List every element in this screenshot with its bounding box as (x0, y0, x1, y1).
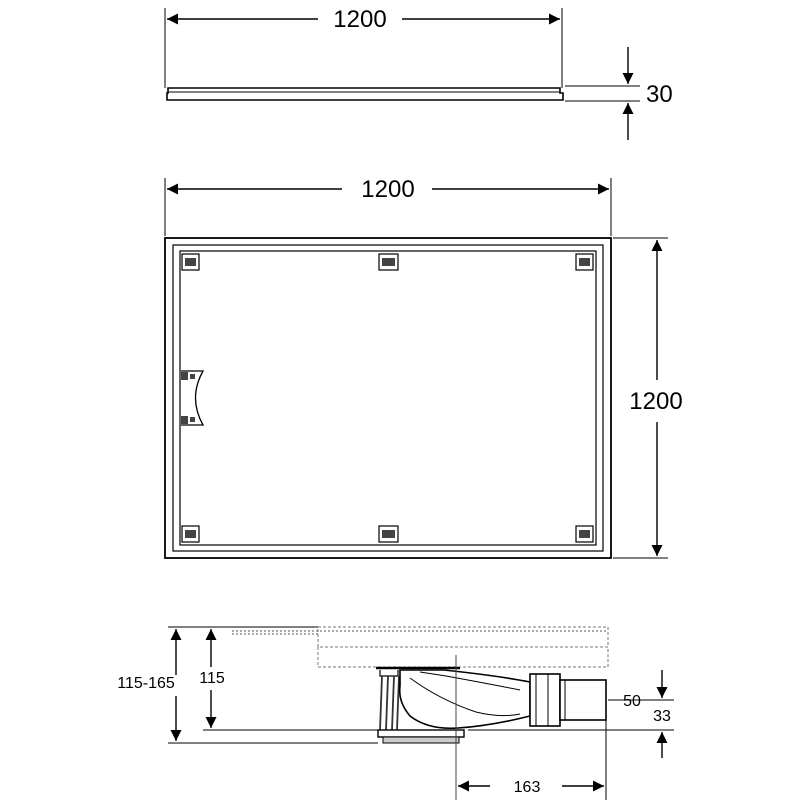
cover-plate-outline (317, 626, 609, 648)
drain-body-highlight (419, 671, 521, 691)
drain-bracket (181, 370, 205, 426)
outlet-coupling (529, 673, 561, 727)
frame-clip-bottom-left (181, 525, 200, 543)
frame-clip-top-right (575, 253, 594, 271)
depth-label: 1200 (629, 388, 682, 415)
frame-clip-top-left (181, 253, 200, 271)
height-adjuster-head (379, 670, 399, 677)
frame-border (172, 244, 604, 552)
outlet-offset-label: 163 (514, 779, 541, 796)
plan-view: 1200 (164, 176, 683, 559)
base-height-label: 115 (199, 670, 225, 687)
frame-outer-edge (164, 237, 612, 559)
total-height-label: 115-165 (117, 675, 175, 692)
frame-clip-top-middle (378, 253, 399, 271)
outlet-height-label: 33 (653, 708, 671, 725)
foot-plate (377, 729, 465, 738)
foot-base (382, 736, 460, 744)
frame-clip-bottom-middle (378, 525, 399, 543)
adjustment-zone-outline (317, 647, 609, 668)
top-width-label: 1200 (333, 6, 386, 33)
thickness-label: 30 (646, 81, 673, 108)
drain-inner-curve (409, 677, 521, 717)
cover-plate-profile (166, 87, 564, 101)
drain-body (398, 669, 531, 730)
top-view: 1200 30 (164, 6, 673, 140)
section-view: 115-165 115 50 33 163 (117, 626, 674, 800)
frame-inner-edge (179, 250, 597, 546)
outlet-pipe (559, 679, 607, 721)
height-adjuster-legs (379, 675, 400, 731)
frame-clip-bottom-right (575, 525, 594, 543)
outlet-diameter-label: 50 (623, 693, 641, 710)
plan-width-label: 1200 (361, 176, 414, 203)
